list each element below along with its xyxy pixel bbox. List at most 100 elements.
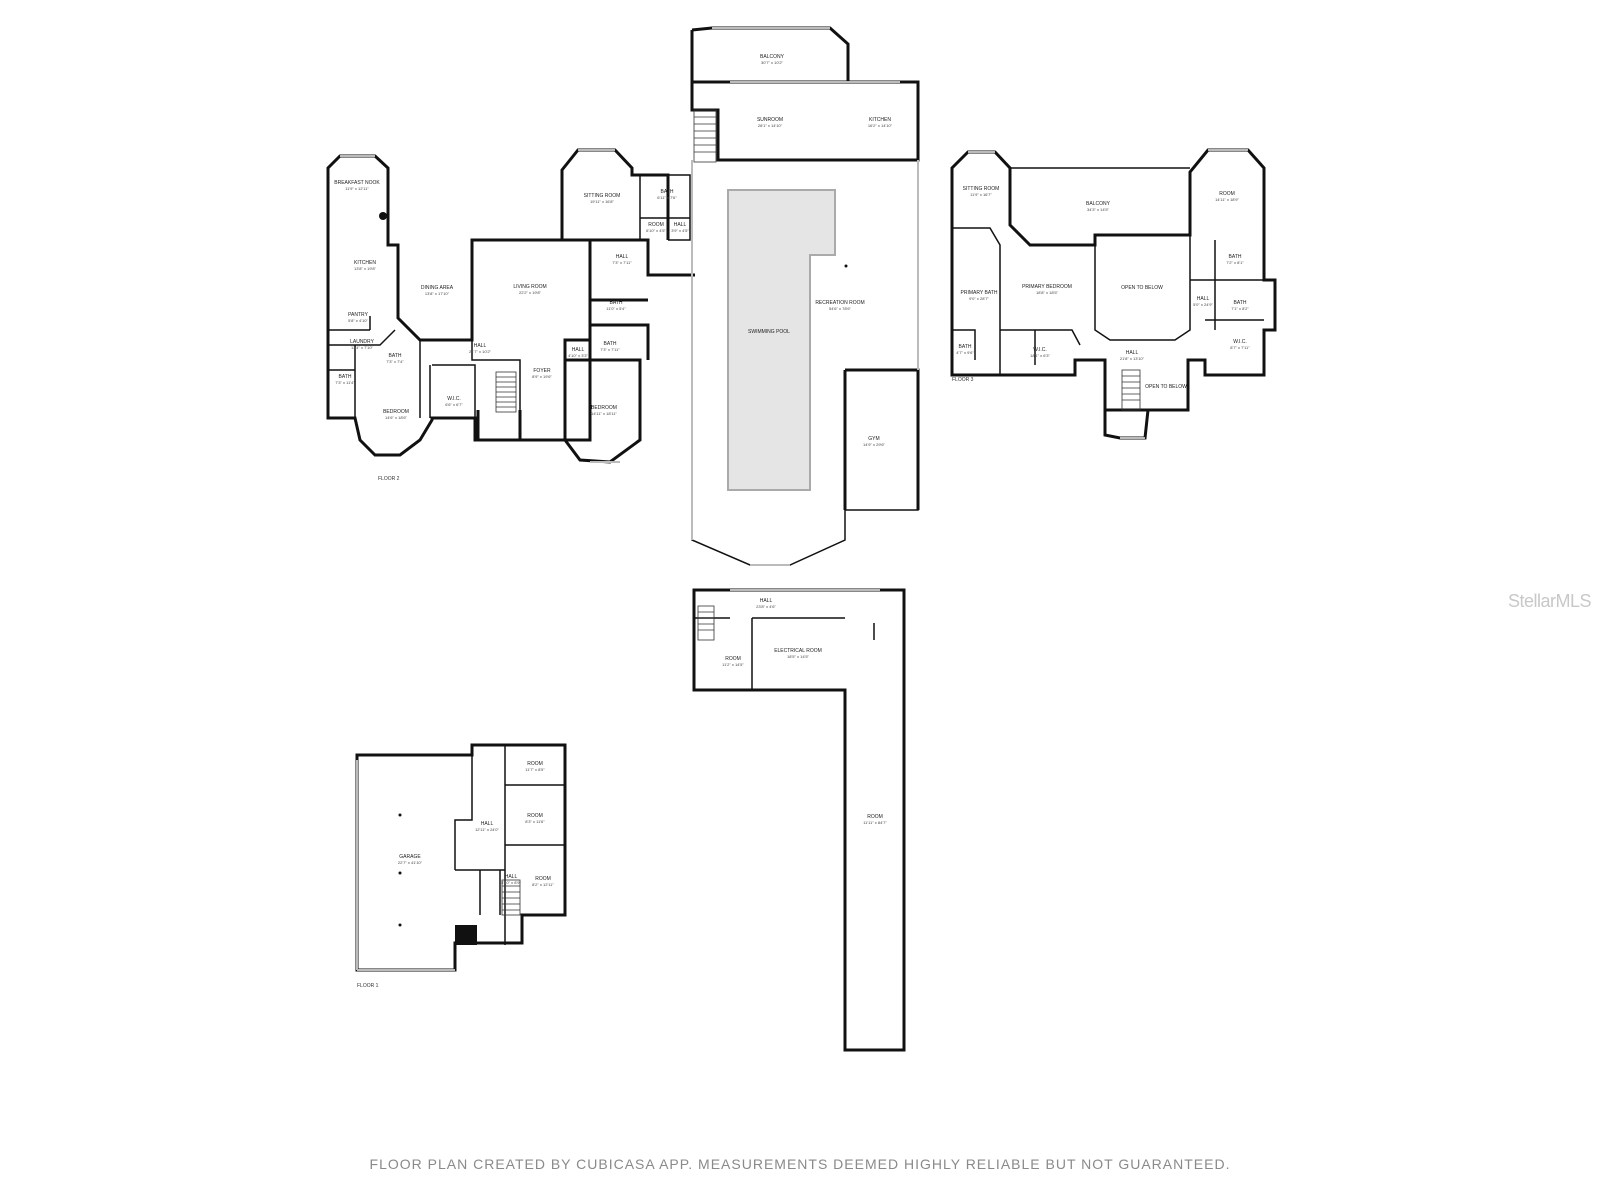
label-primary-bath: PRIMARY BATH — [961, 290, 998, 296]
dim-gym: 14'9" x 29'6" — [863, 442, 886, 447]
dim-breakfast-nook: 11'9" x 12'11" — [345, 186, 369, 191]
dim-living-room: 22'2" x 19'8" — [519, 290, 542, 295]
room-labels: BALCONY 30'7" x 10'2" SUNROOM 28'1" x 14… — [334, 54, 1250, 887]
dim-bath-u3: 4'7" x 9'6" — [956, 350, 974, 355]
dim-electrical-room: 18'5" x 14'5" — [787, 654, 810, 659]
dim-room-long: 11'11" x 84'7" — [863, 820, 887, 825]
label-room-lower: ROOM — [725, 656, 741, 662]
floor-1-garage — [355, 743, 567, 972]
dim-kitchen-main: 13'8" x 19'8" — [354, 266, 377, 271]
label-foyer: FOYER — [533, 368, 551, 374]
label-bath-sitting: BATH — [661, 189, 674, 195]
dim-hall-mid: 7'3" x 7'11" — [612, 260, 632, 265]
label-bath-u3: BATH — [959, 344, 972, 350]
label-recreation-room: RECREATION ROOM — [815, 300, 864, 306]
floor-label-upper: FLOOR 3 — [952, 377, 974, 383]
label-sitting-room-main: SITTING ROOM — [584, 193, 621, 199]
dim-bedroom-left: 14'6" x 18'6" — [385, 415, 408, 420]
dim-pantry: 5'8" x 4'10" — [348, 318, 368, 323]
dim-hall-u1: 5'0" x 24'9" — [1193, 302, 1213, 307]
floor-label-lower: FLOOR 1 — [357, 983, 379, 989]
label-electrical-room: ELECTRICAL ROOM — [774, 648, 822, 654]
label-balcony-upper: BALCONY — [1086, 201, 1111, 207]
dim-hall-bed: 4'10" x 3'3" — [568, 353, 588, 358]
label-wic-u1: W.I.C. — [1033, 347, 1047, 353]
label-bath-mid: BATH — [610, 300, 623, 306]
dim-room-upper: 14'11" x 18'9" — [1215, 197, 1239, 202]
label-swimming-pool: SWIMMING POOL — [748, 329, 790, 335]
label-room-upper: ROOM — [1219, 191, 1235, 197]
label-bath-small: BATH — [389, 353, 402, 359]
label-bath-left: BATH — [339, 374, 352, 380]
floor-1-lower-right — [692, 588, 906, 1052]
label-bedroom-right: BEDROOM — [591, 405, 617, 411]
label-sitting-room-upper: SITTING ROOM — [963, 186, 1000, 192]
dim-room-g1: 11'7" x 8'5" — [525, 767, 545, 772]
label-hall-living: HALL — [474, 343, 487, 349]
watermark-logo: StellarMLS — [1508, 591, 1592, 611]
label-hall-g: HALL — [481, 821, 494, 827]
label-wic-main: W.I.C. — [447, 396, 461, 402]
dim-sitting-room-upper: 11'9" x 16'7" — [970, 192, 992, 197]
dim-bath-u1: 7'2" x 8'1" — [1226, 260, 1244, 265]
label-room-g3: ROOM — [535, 876, 551, 882]
dim-hall-u2: 21'8" x 13'10" — [1120, 356, 1145, 361]
label-hall-u1: HALL — [1197, 296, 1210, 302]
label-laundry: LAUNDRY — [350, 339, 374, 345]
stair-sunroom — [693, 109, 717, 163]
dim-hall-g: 12'11" x 24'0" — [475, 827, 499, 832]
label-open-to-below-1: OPEN TO BELOW — [1121, 285, 1163, 291]
dim-dining-area: 13'8" x 17'10" — [425, 291, 450, 296]
dim-bath-u2: 7'1" x 8'2" — [1231, 306, 1249, 311]
label-pantry: PANTRY — [348, 312, 368, 318]
dim-hall-lower-top: 23'8" x 4'6" — [756, 604, 776, 609]
dim-primary-bath: 9'0" x 28'7" — [969, 296, 989, 301]
floor-2-left-wing — [326, 148, 695, 464]
stair-foyer — [495, 371, 517, 413]
stair-lower — [697, 605, 715, 641]
label-kitchen-top: KITCHEN — [869, 117, 891, 123]
dim-sunroom: 28'1" x 14'10" — [758, 123, 783, 128]
label-hall-small: HALL — [674, 222, 687, 228]
dim-laundry: 13'4" x 7'10" — [351, 345, 374, 350]
dim-balcony-top: 30'7" x 10'2" — [761, 60, 784, 65]
label-room-g1: ROOM — [527, 761, 543, 767]
label-open-to-below-2: OPEN TO BELOW — [1145, 384, 1187, 390]
dim-bath-left: 7'3" x 11'4" — [335, 380, 355, 385]
label-primary-bedroom: PRIMARY BEDROOM — [1022, 284, 1072, 290]
label-hall-mid: HALL — [616, 254, 629, 260]
stair-garage — [501, 879, 521, 916]
label-room-long: ROOM — [867, 814, 883, 820]
dim-bedroom-right: 14'11" x 18'11" — [591, 411, 617, 416]
label-kitchen-main: KITCHEN — [354, 260, 376, 266]
label-room-g2: ROOM — [527, 813, 543, 819]
dim-room-g2: 8'3" x 11'6" — [525, 819, 545, 824]
footer-disclaimer: FLOOR PLAN CREATED BY CUBICASA APP. MEAS… — [369, 1156, 1231, 1172]
recreation-building — [690, 26, 920, 566]
label-wic-u2: W.I.C. — [1233, 339, 1247, 345]
dim-hall-living: 21'7" x 10'2" — [469, 349, 492, 354]
dim-wic-u1: 18'1" x 6'3" — [1030, 353, 1050, 358]
label-hall-bed: HALL — [572, 347, 585, 353]
label-garage: GARAGE — [399, 854, 421, 860]
label-hall-g2: HALL — [505, 874, 518, 880]
dim-bath-sitting: 6'11" x 7'6" — [657, 195, 677, 200]
label-sunroom: SUNROOM — [757, 117, 783, 123]
swimming-pool-shape — [727, 189, 836, 491]
label-bath-mid2: BATH — [604, 341, 617, 347]
label-room-small: ROOM — [648, 222, 664, 228]
dim-room-lower: 11'2" x 14'5" — [722, 662, 744, 667]
label-hall-lower-top: HALL — [760, 598, 773, 604]
dim-sitting-room-main: 19'11" x 16'8" — [590, 199, 614, 204]
dim-hall-g2: 3'10" x 8'9" — [501, 880, 521, 885]
label-living-room: LIVING ROOM — [513, 284, 546, 290]
dim-kitchen-top: 16'2" x 14'10" — [868, 123, 893, 128]
label-dining-area: DINING AREA — [421, 285, 454, 291]
dim-bath-mid2: 7'3" x 7'11" — [600, 347, 620, 352]
dim-recreation-room: 54'6" x 78'6" — [829, 306, 852, 311]
dim-room-g3: 8'2" x 12'11" — [532, 882, 554, 887]
dim-room-small: 6'10" x 4'5" — [646, 228, 666, 233]
dim-wic-u2: 8'7" x 7'11" — [1230, 345, 1250, 350]
label-breakfast-nook: BREAKFAST NOOK — [334, 180, 380, 186]
floor-3-upper — [950, 148, 1277, 440]
